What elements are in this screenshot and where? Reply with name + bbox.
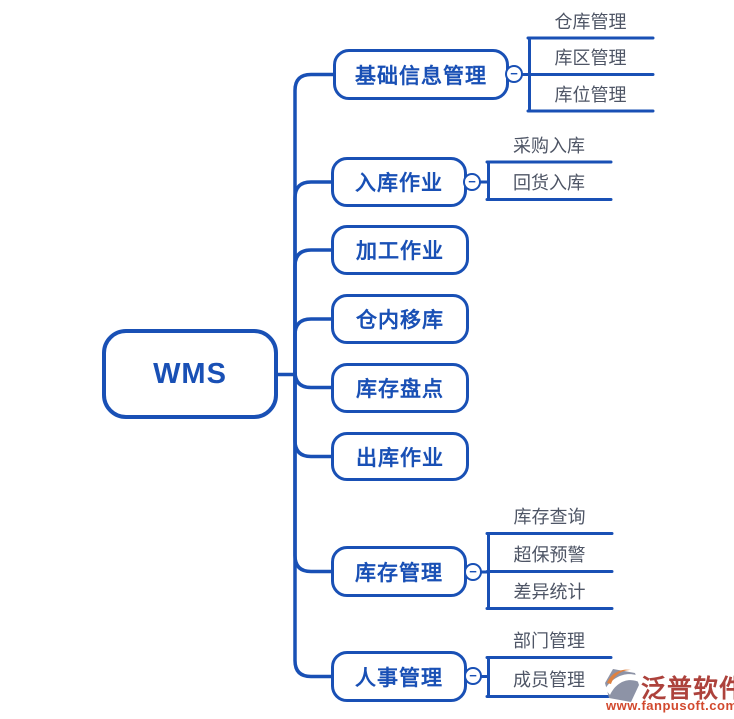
branch-label: 加工作业 bbox=[356, 240, 444, 263]
connector-group8 bbox=[480, 656, 613, 698]
leaf-node-department-mgmt[interactable]: 部门管理 bbox=[513, 631, 585, 651]
branch-label: 库存管理 bbox=[355, 561, 443, 585]
connector-branch-5 bbox=[293, 371, 334, 390]
connector-branch-2 bbox=[293, 180, 334, 377]
collapse-toggle-inventory-mgmt[interactable]: − bbox=[464, 563, 482, 581]
connector-group7 bbox=[480, 532, 614, 610]
branch-label: 出库作业 bbox=[356, 446, 444, 470]
connector-group2 bbox=[479, 160, 613, 201]
connector-branch-3 bbox=[293, 248, 334, 377]
fanpu-logo-icon bbox=[605, 669, 639, 702]
leaf-node-return-inbound[interactable]: 回货入库 bbox=[513, 173, 585, 193]
leaf-node-member-mgmt[interactable]: 成员管理 bbox=[513, 670, 585, 690]
leaf-node-warehouse-mgmt[interactable]: 仓库管理 bbox=[554, 12, 627, 32]
connector-branch-7 bbox=[293, 372, 334, 574]
leaf-node-inventory-query[interactable]: 库存查询 bbox=[513, 507, 586, 527]
root-label: WMS bbox=[153, 357, 227, 390]
branch-node-outbound[interactable]: 出库作业 bbox=[331, 432, 469, 481]
branch-node-warehouse-move[interactable]: 仓内移库 bbox=[331, 294, 469, 344]
leaf-node-location-mgmt[interactable]: 库位管理 bbox=[554, 85, 627, 105]
branch-node-processing[interactable]: 加工作业 bbox=[331, 225, 469, 275]
leaf-node-difference-stats[interactable]: 差异统计 bbox=[513, 582, 586, 602]
leaf-node-zone-mgmt[interactable]: 库区管理 bbox=[554, 48, 627, 68]
branch-label: 人事管理 bbox=[355, 666, 443, 690]
branch-node-stocktaking[interactable]: 库存盘点 bbox=[331, 363, 469, 413]
watermark-url-text: www.fanpusoft.com bbox=[606, 698, 734, 713]
branch-label: 入库作业 bbox=[355, 172, 443, 195]
collapse-toggle-hr-mgmt[interactable]: − bbox=[464, 667, 482, 685]
watermark: 泛普软件 www.fanpusoft.com bbox=[602, 665, 734, 715]
collapse-toggle-basic-info[interactable]: − bbox=[505, 65, 523, 83]
branch-node-inventory-mgmt[interactable]: 库存管理 bbox=[331, 546, 467, 597]
branch-node-hr-mgmt[interactable]: 人事管理 bbox=[331, 651, 467, 702]
connector-group1 bbox=[520, 36, 655, 113]
minus-icon: − bbox=[469, 667, 477, 683]
leaf-node-overdue-warning[interactable]: 超保预警 bbox=[513, 545, 586, 565]
branch-label: 库存盘点 bbox=[356, 378, 444, 401]
branch-node-basic-info[interactable]: 基础信息管理 bbox=[333, 49, 509, 100]
minus-icon: − bbox=[468, 173, 476, 189]
minus-icon: − bbox=[510, 65, 518, 81]
branch-node-inbound[interactable]: 入库作业 bbox=[331, 157, 467, 207]
branch-label: 仓内移库 bbox=[356, 309, 444, 332]
minus-icon: − bbox=[469, 563, 477, 579]
watermark-brand-text: 泛普软件 bbox=[641, 675, 734, 703]
branch-label: 基础信息管理 bbox=[355, 64, 487, 88]
connector-branch-4 bbox=[293, 317, 334, 377]
collapse-toggle-inbound[interactable]: − bbox=[463, 173, 481, 191]
connector-branch-1 bbox=[293, 72, 336, 377]
root-node-wms[interactable]: WMS bbox=[102, 329, 278, 419]
connector-branch-8 bbox=[293, 372, 334, 679]
leaf-node-purchase-inbound[interactable]: 采购入库 bbox=[513, 136, 585, 156]
